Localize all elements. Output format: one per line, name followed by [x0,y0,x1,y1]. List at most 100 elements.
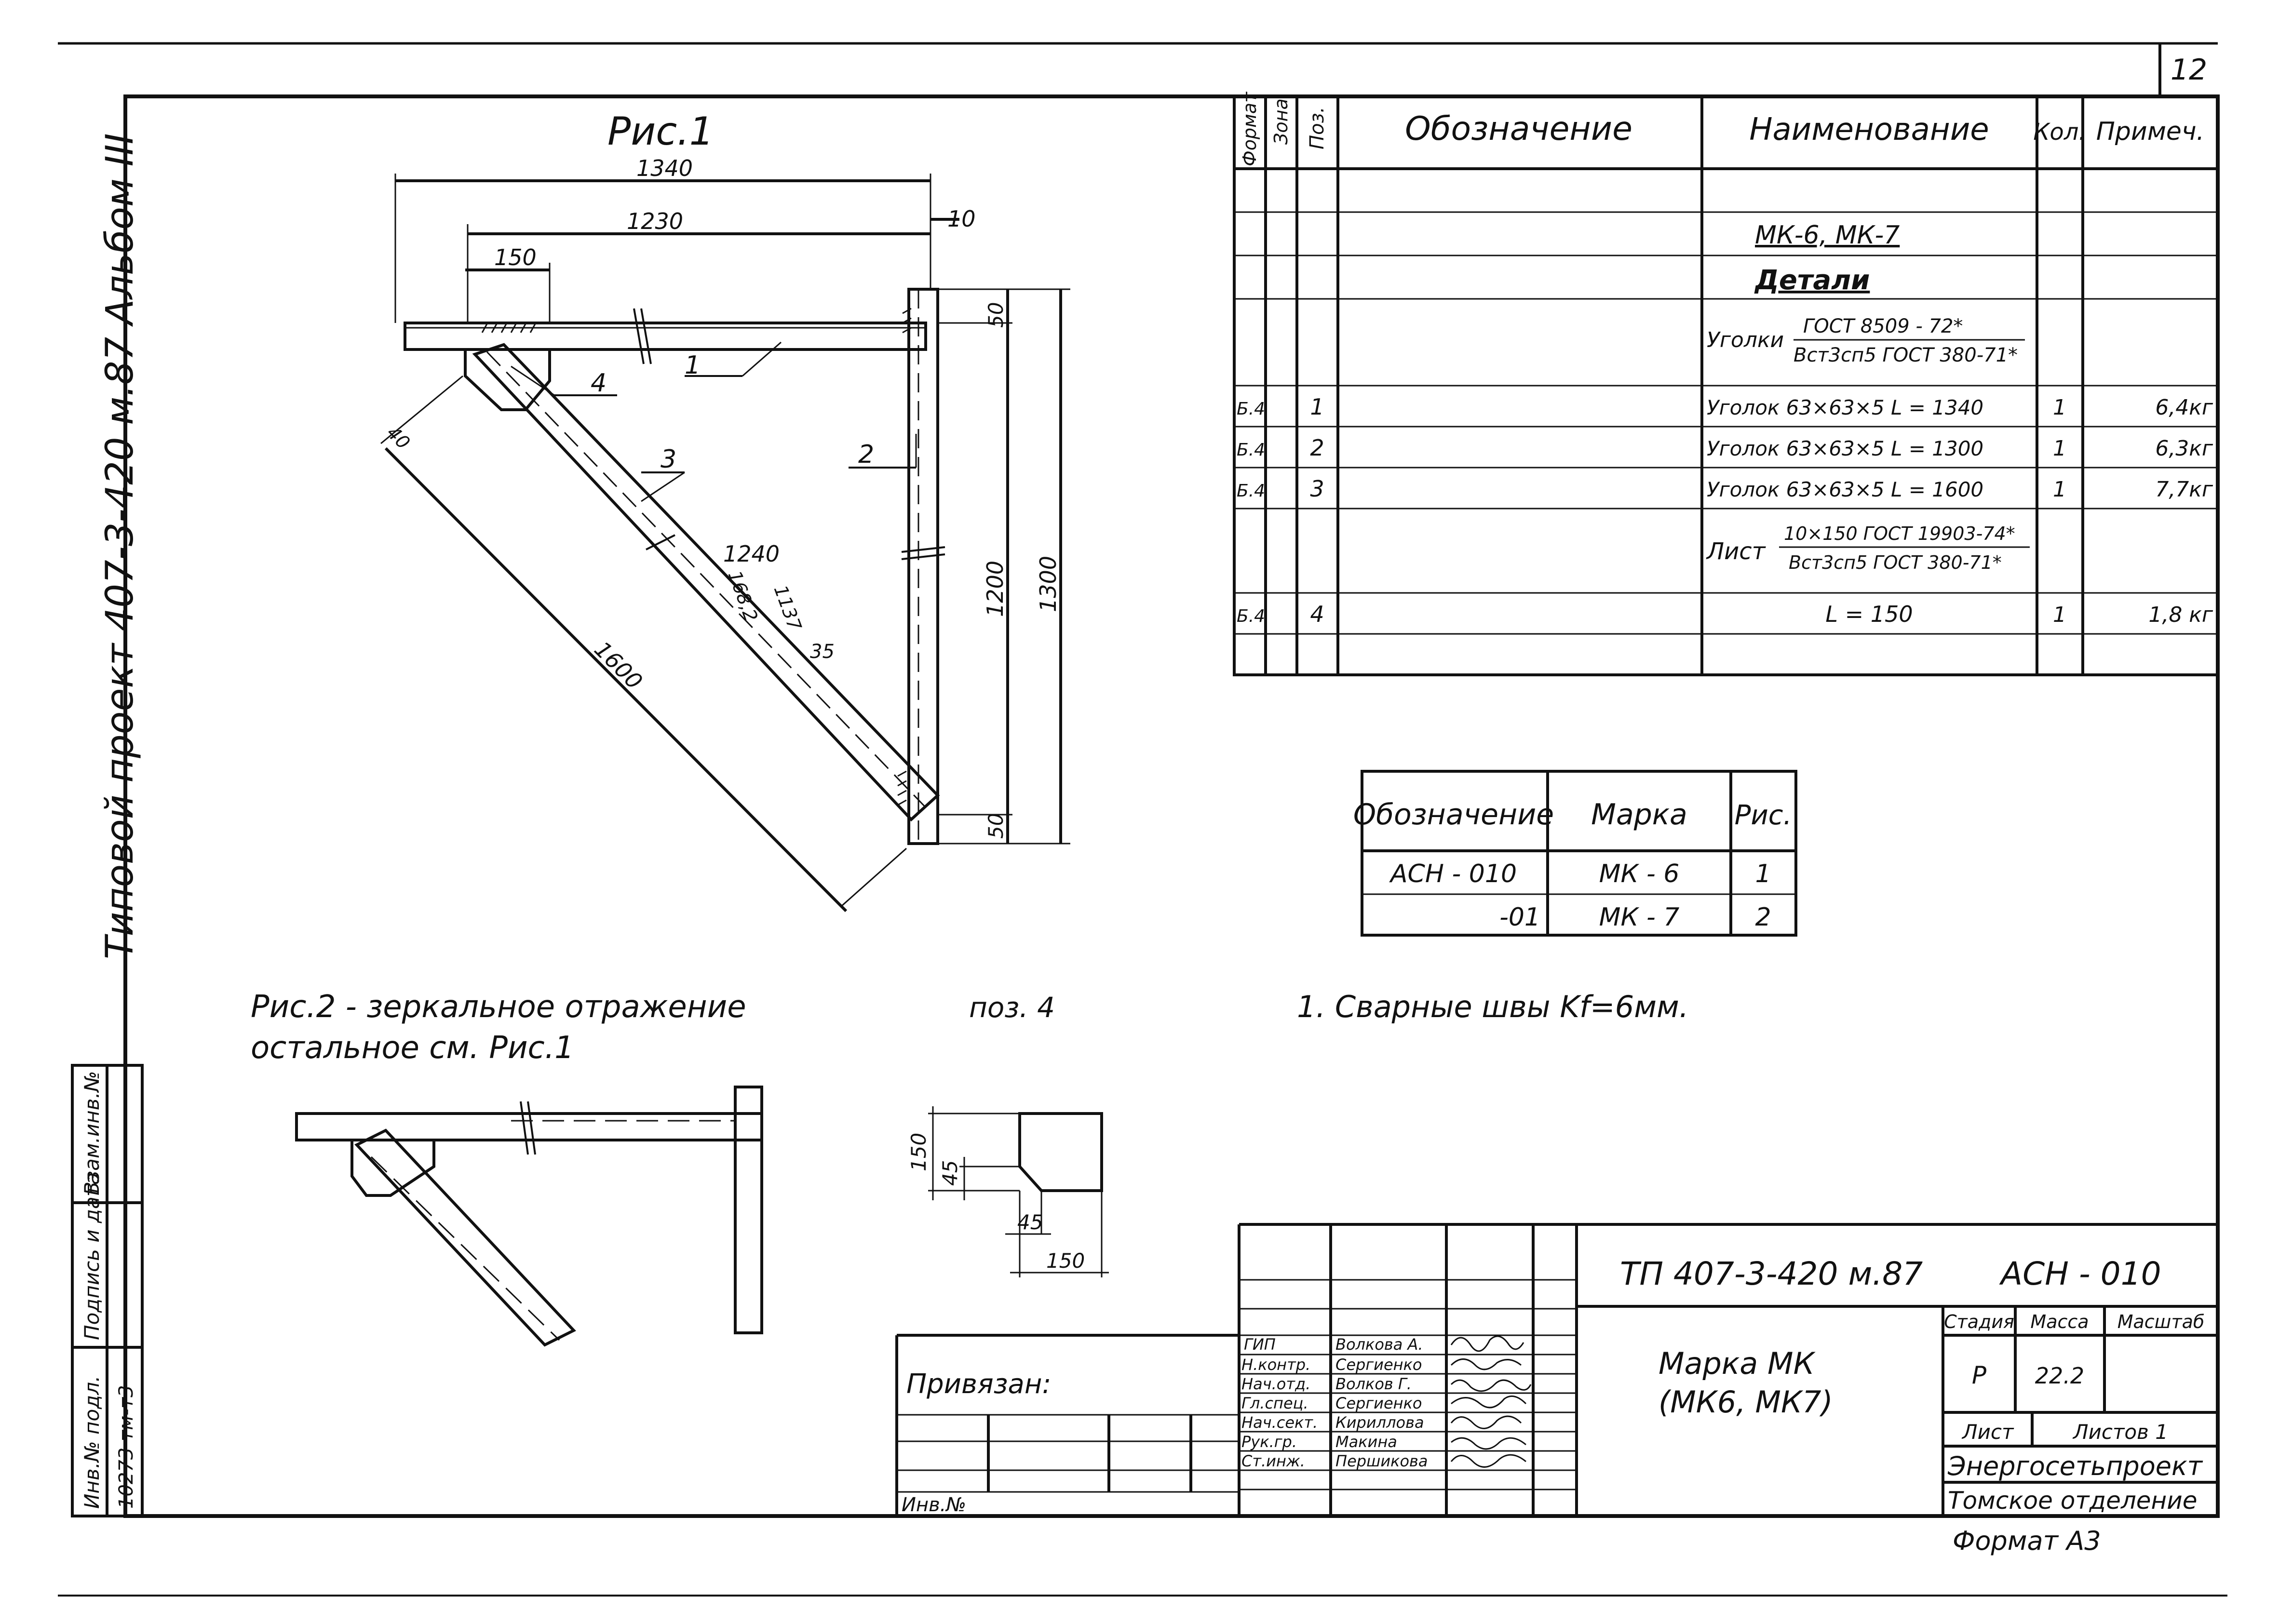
spec-row2-name: Уголок 63×63×5 L = 1300 [1707,437,1983,460]
dim-150: 150 [494,244,537,270]
callout-3: 3 [661,445,676,474]
callout-4: 4 [591,369,607,398]
spec-row1-note: 6,4кг [2155,395,2213,420]
left-stamp [71,1064,144,1517]
marks-header-mark: Марка [1591,798,1687,832]
stamp-inv-value: 10273 тм-т3 [115,1385,137,1509]
spec-row3-qty: 1 [2053,477,2066,502]
marks-header-fig: Рис. [1735,800,1792,831]
title-block [895,1223,2218,1516]
inv-no-label: Инв.№ [902,1494,966,1516]
callout-2: 2 [858,440,874,469]
dim-1200: 1200 [982,561,1008,617]
staff-role-3: Нач.отд. [1241,1375,1310,1393]
org-name: Энергосетьпроект [1947,1451,2203,1481]
stamp-sign-label: Подпись и дата [80,1172,104,1340]
spec-row4-pos: 4 [1310,601,1324,627]
pos4-dim-w150: 150 [1046,1249,1085,1273]
doc-number: ТП 407-3-420 м.87 [1620,1255,1923,1292]
doc-code: АСН - 010 [1999,1255,2161,1292]
spec-angles-bottom: Вст3сп5 ГОСТ 380-71* [1794,344,2018,366]
staff-name-5: Кириллова [1335,1413,1424,1432]
spec-header-qty: Кол. [2033,119,2086,146]
marks-table [1361,770,1797,937]
staff-name-3: Волков Г. [1335,1375,1412,1393]
spec-row2-note: 6,3кг [2155,436,2213,461]
spec-row2-format: Б.4 [1237,440,1265,460]
pos4-drawing [928,1106,1109,1277]
pos4-dim-w45: 45 [1017,1210,1043,1234]
spec-sheet-bottom: Вст3сп5 ГОСТ 380-71* [1789,552,2002,573]
callout-1: 1 [685,351,701,380]
fig2-drawing [295,1086,763,1347]
spec-angles-top: ГОСТ 8509 - 72* [1803,315,1963,337]
doc-title-line1: Марка МК [1659,1346,1816,1381]
scale-header: Масштаб [2117,1311,2205,1332]
spec-row3-note: 7,7кг [2155,477,2213,502]
privyazan-label: Привязан: [906,1369,1051,1400]
spec-row4-format: Б.4 [1237,606,1265,626]
spec-row1-format: Б.4 [1237,399,1265,419]
dim-1600: 1600 [589,636,647,695]
doc-title-line2: (МК6, МК7) [1659,1384,1833,1420]
staff-role-6: Рук.гр. [1241,1433,1297,1451]
spec-header-format: Формат [1239,91,1260,166]
spec-sheet-label: Лист [1706,538,1767,565]
spec-headers: Формат Зона Поз. Обозначение Наименовани… [1239,91,2204,166]
dept-name: Томское отделение [1948,1487,2198,1515]
fig2-caption-line2: остальное см. Рис.1 [251,1030,574,1066]
staff-name-7: Першикова [1335,1452,1428,1470]
dim-1230: 1230 [627,208,683,234]
marks-header-code: Обозначение [1353,798,1554,832]
fig1-drawing [380,174,1070,913]
staff-role-4: Гл.спец. [1241,1394,1308,1412]
spec-body: МК-6, МК-7 Детали Уголки ГОСТ 8509 - 72*… [1237,221,2213,627]
marks-row2-mark: МК - 7 [1599,903,1680,932]
dim-50-top: 50 [984,302,1008,328]
dim-1340: 1340 [636,155,693,181]
spec-row3-pos: 3 [1310,476,1324,502]
dim-1300: 1300 [1035,556,1061,612]
marks-row1-code: АСН - 010 [1389,859,1517,888]
spec-row2-qty: 1 [2053,436,2066,461]
spec-header-zone: Зона [1270,98,1292,145]
fig1-title: Рис.1 [607,109,714,154]
staff-role-7: Ст.инж. [1241,1452,1305,1470]
spec-sheet-top: 10×150 ГОСТ 19903-74* [1784,523,2015,544]
signatures [1450,1335,1532,1468]
spec-row3-format: Б.4 [1237,481,1265,501]
marks-row2-fig: 2 [1755,903,1771,932]
dim-168: 168,2 [724,568,762,624]
pos4-dim-h45: 45 [938,1160,962,1186]
mass-header: Масса [2030,1311,2089,1332]
spec-group-title: МК-6, МК-7 [1755,221,1900,250]
staff-name-2: Сергиенко [1335,1356,1422,1374]
staff-role-1: ГИП [1244,1335,1276,1354]
stamp-inv-label: Инв.№ подл. [80,1376,104,1509]
spec-angles-label: Уголки [1707,328,1784,352]
dim-1240: 1240 [723,541,780,567]
fig1-dimensions: 1340 1230 150 10 50 1200 1300 50 1600 12… [383,155,1061,839]
spec-row2-pos: 2 [1310,435,1324,461]
staff-name-6: Макина [1335,1433,1397,1451]
spec-header-designation: Обозначение [1405,110,1632,148]
spec-section-title: Детали [1754,265,1870,296]
spec-row4-name: L = 150 [1825,601,1913,627]
stage-header: Стадия [1944,1311,2014,1332]
title-block-content: ТП 407-3-420 м.87 АСН - 010 Марка МК (МК… [902,1255,2204,1516]
pos4-title: поз. 4 [969,991,1055,1024]
fig2-caption-line1: Рис.2 - зеркальное отражение [251,989,746,1025]
sheets-label: Листов 1 [2072,1420,2168,1444]
spec-row1-qty: 1 [2053,395,2066,420]
dim-35: 35 [810,641,835,663]
sheet-frame [58,42,2227,1597]
marks-row1-mark: МК - 6 [1599,859,1680,888]
spec-row4-note: 1,8 кг [2148,603,2213,627]
spec-header-note: Примеч. [2096,117,2204,146]
dim-10: 10 [947,206,976,232]
staff-role-2: Н.контр. [1241,1356,1310,1374]
sheet-label: Лист [1961,1420,2014,1444]
staff-name-1: Волкова А. [1335,1335,1423,1354]
